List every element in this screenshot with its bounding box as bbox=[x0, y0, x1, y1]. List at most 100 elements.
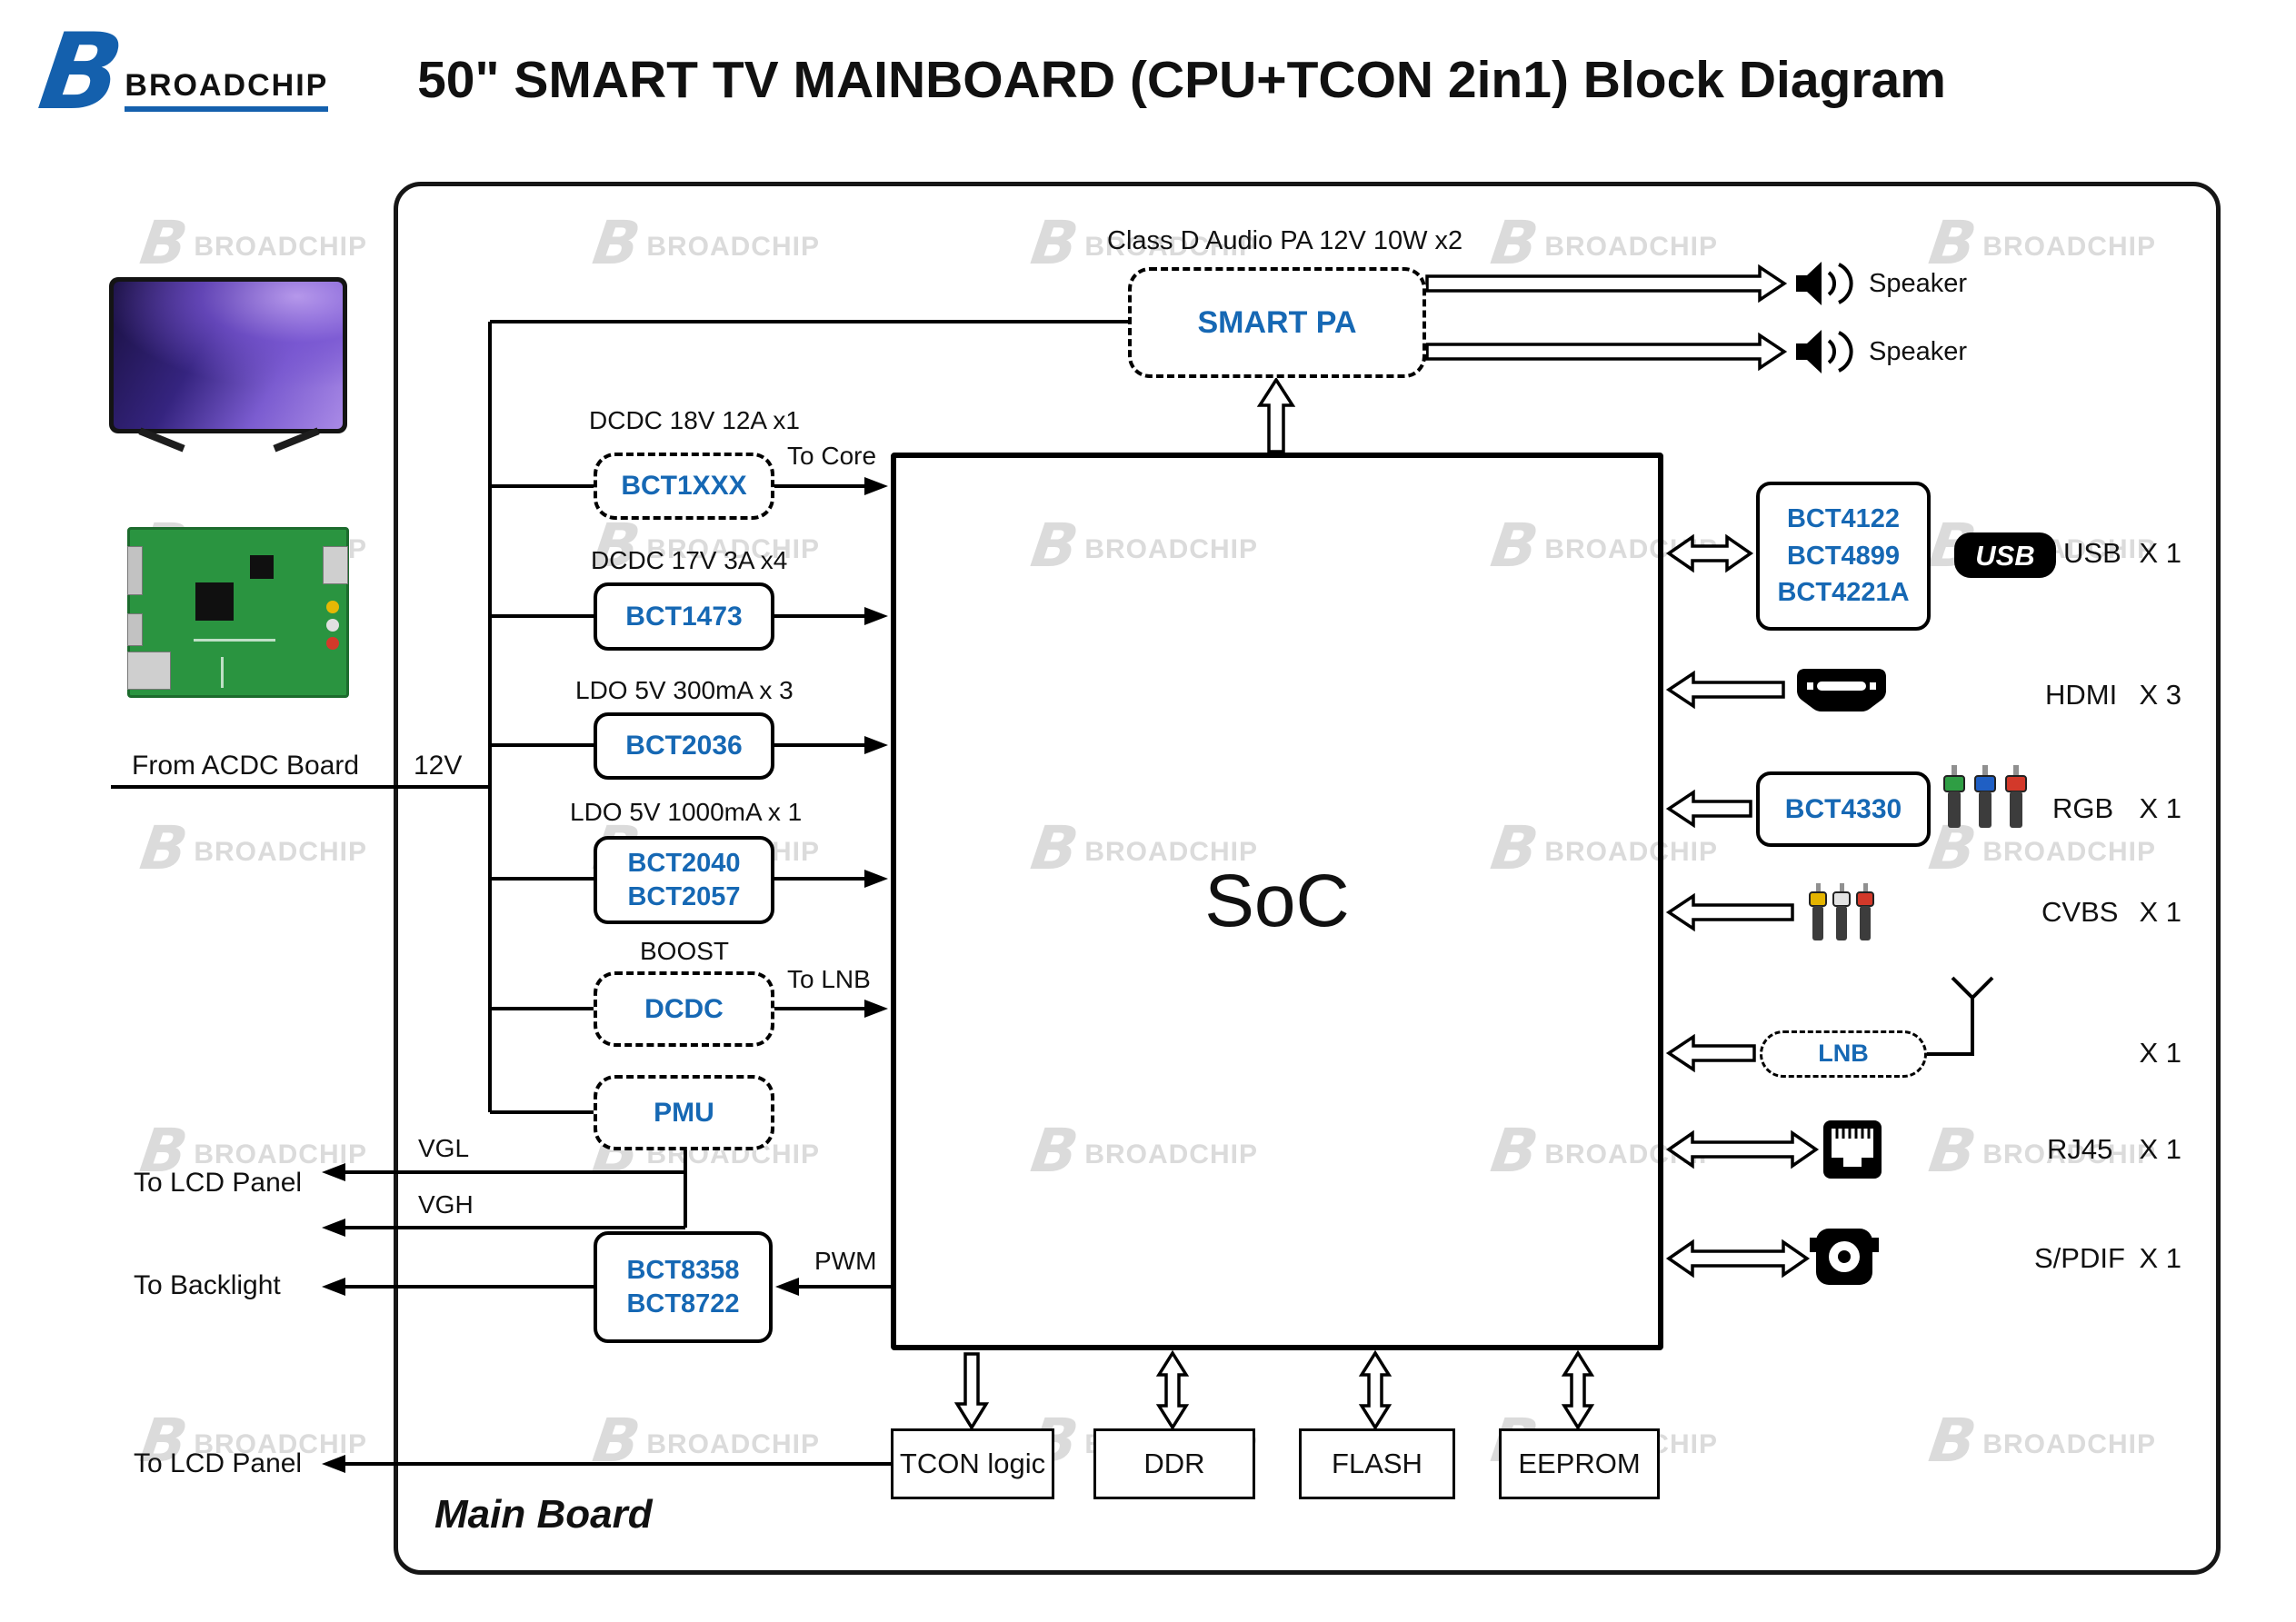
port-count: X 1 bbox=[2139, 1133, 2181, 1165]
pcb-component bbox=[323, 546, 348, 584]
block-label: BCT4899 bbox=[1786, 541, 1901, 571]
block-eeprom: EEPROM bbox=[1499, 1428, 1660, 1499]
port-row-rgb: RGB X 1 bbox=[2052, 792, 2181, 825]
usb-logo-icon: USB bbox=[1954, 532, 2056, 578]
block-label: DCDC bbox=[644, 993, 724, 1024]
speaker2-arrow bbox=[1425, 332, 1788, 372]
port-name: RGB bbox=[2052, 792, 2114, 824]
block-dcdc-boost: DCDC bbox=[594, 971, 774, 1047]
port-count: X 1 bbox=[2139, 537, 2181, 569]
label-from-acdc: From ACDC Board bbox=[132, 751, 360, 781]
pcb-component bbox=[250, 555, 274, 579]
logo-brand-wrap: BROADCHIP bbox=[125, 68, 329, 115]
port-row-lnb: X 1 bbox=[2041, 1037, 2181, 1070]
block-label: FLASH bbox=[1332, 1447, 1423, 1479]
block-label: EEPROM bbox=[1518, 1447, 1641, 1479]
block-bct2036: BCT2036 bbox=[594, 712, 774, 780]
caption-bct1xxx: DCDC 18V 12A x1 bbox=[589, 406, 800, 434]
pcb-component bbox=[326, 601, 339, 613]
block-smart-pa: SMART PA bbox=[1128, 267, 1426, 378]
usb-logo-text: USB bbox=[1975, 540, 2034, 572]
caption-smart-pa: Class D Audio PA 12V 10W x2 bbox=[1107, 226, 1463, 255]
block-ddr: DDR bbox=[1093, 1428, 1255, 1499]
block-bct1xxx: BCT1XXX bbox=[594, 453, 774, 520]
port-row-usb: USB X 1 bbox=[2063, 537, 2181, 570]
antenna-icon bbox=[1927, 976, 1994, 1056]
speaker1-arrow bbox=[1425, 264, 1788, 304]
block-lnb: LNB bbox=[1760, 1030, 1927, 1078]
block-label: BCT4122 bbox=[1786, 504, 1901, 534]
pcb-component bbox=[326, 637, 339, 650]
block-bct8358-bct8722: BCT8358 BCT8722 bbox=[594, 1231, 773, 1343]
spdif-icon bbox=[1810, 1229, 1879, 1285]
rgb-connector-icon bbox=[1943, 765, 2027, 828]
hdmi-arrow bbox=[1665, 670, 1785, 710]
spdif-arrow bbox=[1665, 1239, 1811, 1279]
pcb-component bbox=[194, 639, 275, 642]
lnb-arrow bbox=[1665, 1033, 1756, 1073]
main-board-outline bbox=[394, 182, 2221, 1575]
solid-arrow-heads bbox=[322, 477, 888, 1473]
port-name: RJ45 bbox=[2047, 1133, 2113, 1165]
pcb-component bbox=[127, 546, 143, 595]
flash-arrow bbox=[1358, 1349, 1393, 1431]
block-usb-bridge: BCT4122 BCT4899 BCT4221A bbox=[1756, 482, 1931, 631]
pcb-component bbox=[127, 652, 171, 690]
broadchip-logo: B BROADCHIP bbox=[33, 11, 329, 134]
block-label: BCT4330 bbox=[1784, 793, 1902, 824]
block-label: BCT8358 bbox=[626, 1256, 740, 1286]
port-row-spdif: S/PDIF X 1 bbox=[2034, 1242, 2181, 1275]
label-vgh: VGH bbox=[418, 1190, 474, 1219]
port-name: HDMI bbox=[2045, 679, 2118, 711]
note-to-core: To Core bbox=[787, 442, 877, 470]
cvbs-arrow bbox=[1665, 892, 1794, 932]
block-label: PMU bbox=[654, 1097, 714, 1128]
port-row-cvbs: CVBS X 1 bbox=[2041, 896, 2181, 929]
hollow-arrows bbox=[953, 264, 1820, 1431]
soc-label: SoC bbox=[1204, 859, 1350, 942]
block-label: LNB bbox=[1818, 1040, 1869, 1068]
usb-arrow bbox=[1665, 533, 1754, 573]
ddr-arrow bbox=[1155, 1349, 1190, 1431]
pcb-component bbox=[127, 613, 143, 646]
block-label: TCON logic bbox=[899, 1447, 1046, 1479]
rj45-arrow bbox=[1665, 1129, 1820, 1169]
block-label: BCT2057 bbox=[627, 881, 741, 911]
port-name: CVBS bbox=[2041, 896, 2119, 928]
label-speaker-1: Speaker bbox=[1869, 269, 1968, 298]
note-to-lnb: To LNB bbox=[787, 965, 871, 993]
pcb-component bbox=[195, 582, 234, 621]
label-to-lcd-panel-lower: To LCD Panel bbox=[134, 1448, 303, 1478]
block-bct2040-bct2057: BCT2040 BCT2057 bbox=[594, 836, 774, 924]
label-12v: 12V bbox=[414, 751, 463, 781]
block-label: BCT2036 bbox=[625, 731, 743, 761]
block-label: SMART PA bbox=[1197, 304, 1357, 340]
speaker-icon bbox=[1796, 330, 1853, 373]
block-flash: FLASH bbox=[1299, 1428, 1455, 1499]
port-count: X 1 bbox=[2139, 1242, 2181, 1274]
block-label: BCT1XXX bbox=[621, 471, 747, 502]
eeprom-arrow bbox=[1561, 1349, 1595, 1431]
caption-bct1473: DCDC 17V 3A x4 bbox=[591, 546, 788, 574]
main-board-label: Main Board bbox=[434, 1492, 653, 1537]
speaker-icon bbox=[1796, 262, 1853, 305]
logo-letter: B bbox=[32, 11, 131, 134]
block-label: DDR bbox=[1143, 1447, 1205, 1479]
label-to-backlight: To Backlight bbox=[134, 1270, 281, 1300]
tv-screen bbox=[114, 282, 343, 429]
pcb-component bbox=[221, 657, 224, 688]
block-label: BCT1473 bbox=[625, 601, 743, 632]
label-vgl: VGL bbox=[418, 1134, 470, 1162]
label-speaker-2: Speaker bbox=[1869, 337, 1968, 366]
caption-bct2040: LDO 5V 1000mA x 1 bbox=[570, 798, 803, 826]
port-name: USB bbox=[2063, 537, 2121, 569]
port-count: X 1 bbox=[2139, 896, 2181, 928]
hdmi-icon bbox=[1797, 669, 1886, 711]
tv-image bbox=[109, 277, 347, 433]
block-label: BCT8722 bbox=[626, 1289, 740, 1318]
port-count: X 1 bbox=[2139, 792, 2181, 824]
block-pmu: PMU bbox=[594, 1075, 774, 1150]
page-title: 50" SMART TV MAINBOARD (CPU+TCON 2in1) B… bbox=[417, 51, 1946, 109]
block-tcon-logic: TCON logic bbox=[891, 1428, 1054, 1499]
